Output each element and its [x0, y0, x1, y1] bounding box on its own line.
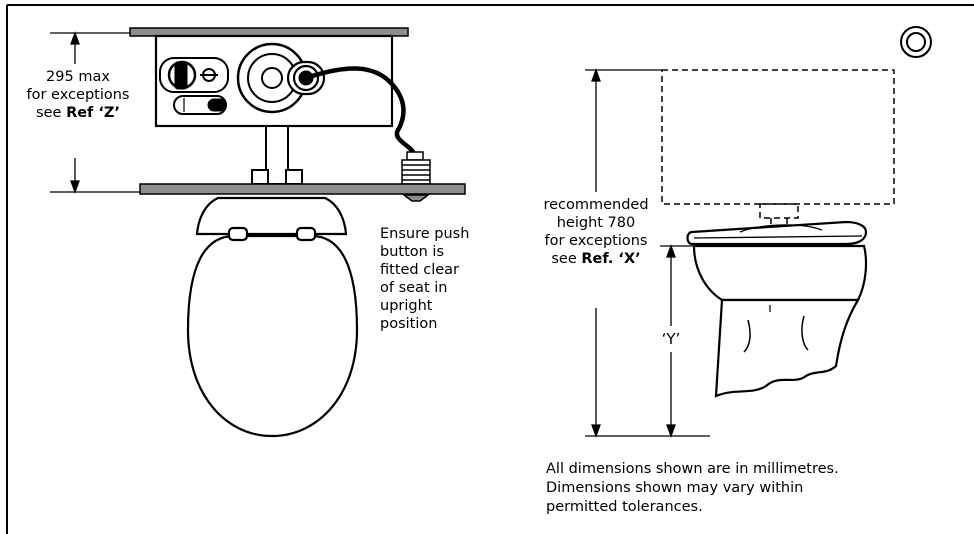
- footnote-line: Dimensions shown may vary within: [546, 480, 804, 496]
- left-dimension-label: 295 max for exceptions see Ref ‘Z’: [20, 68, 136, 122]
- support-column: [251, 125, 303, 185]
- height-line-exceptions: for exceptions: [544, 233, 648, 249]
- mounting-shelf: [139, 183, 466, 195]
- y-dimension-line: [660, 244, 700, 438]
- note-line: button is: [380, 244, 445, 260]
- note-line: upright: [380, 298, 433, 314]
- flush-control-box: [129, 27, 409, 128]
- height-dimension-label: recommended height 780 for exceptions se…: [533, 196, 659, 268]
- height-line-ref: see Ref. ‘X’: [551, 251, 641, 267]
- ref-x: Ref. ‘X’: [581, 251, 641, 267]
- height-line-recommended: recommended: [543, 197, 649, 213]
- push-button-note: Ensure push button is fitted clear of se…: [380, 225, 500, 333]
- note-line: position: [380, 316, 438, 332]
- note-line: of seat in: [380, 280, 448, 296]
- y-dimension-label: ‘Y’: [656, 330, 686, 348]
- note-line: Ensure push: [380, 226, 470, 242]
- push-button: [401, 151, 431, 202]
- control-cable: [309, 66, 417, 157]
- cistern-outline-dashed: [661, 69, 895, 226]
- toilet-side-view: [686, 220, 868, 398]
- page-frame: [6, 4, 974, 534]
- footnote-line: permitted tolerances.: [546, 499, 703, 515]
- dim-line-ref: see Ref ‘Z’: [36, 105, 120, 121]
- note-line: fitted clear: [380, 262, 460, 278]
- ref-z: Ref ‘Z’: [66, 105, 120, 121]
- dim-line-295: 295 max: [46, 69, 110, 85]
- dim-line-exceptions: for exceptions: [26, 87, 130, 103]
- toilet-top-view: [186, 196, 359, 438]
- height-line-780: height 780: [556, 215, 636, 231]
- footnote-line: All dimensions shown are in millimetres.: [546, 461, 839, 477]
- footnote: All dimensions shown are in millimetres.…: [546, 460, 946, 517]
- height-dimension-line: [585, 68, 710, 438]
- double-circle-symbol: [900, 26, 932, 58]
